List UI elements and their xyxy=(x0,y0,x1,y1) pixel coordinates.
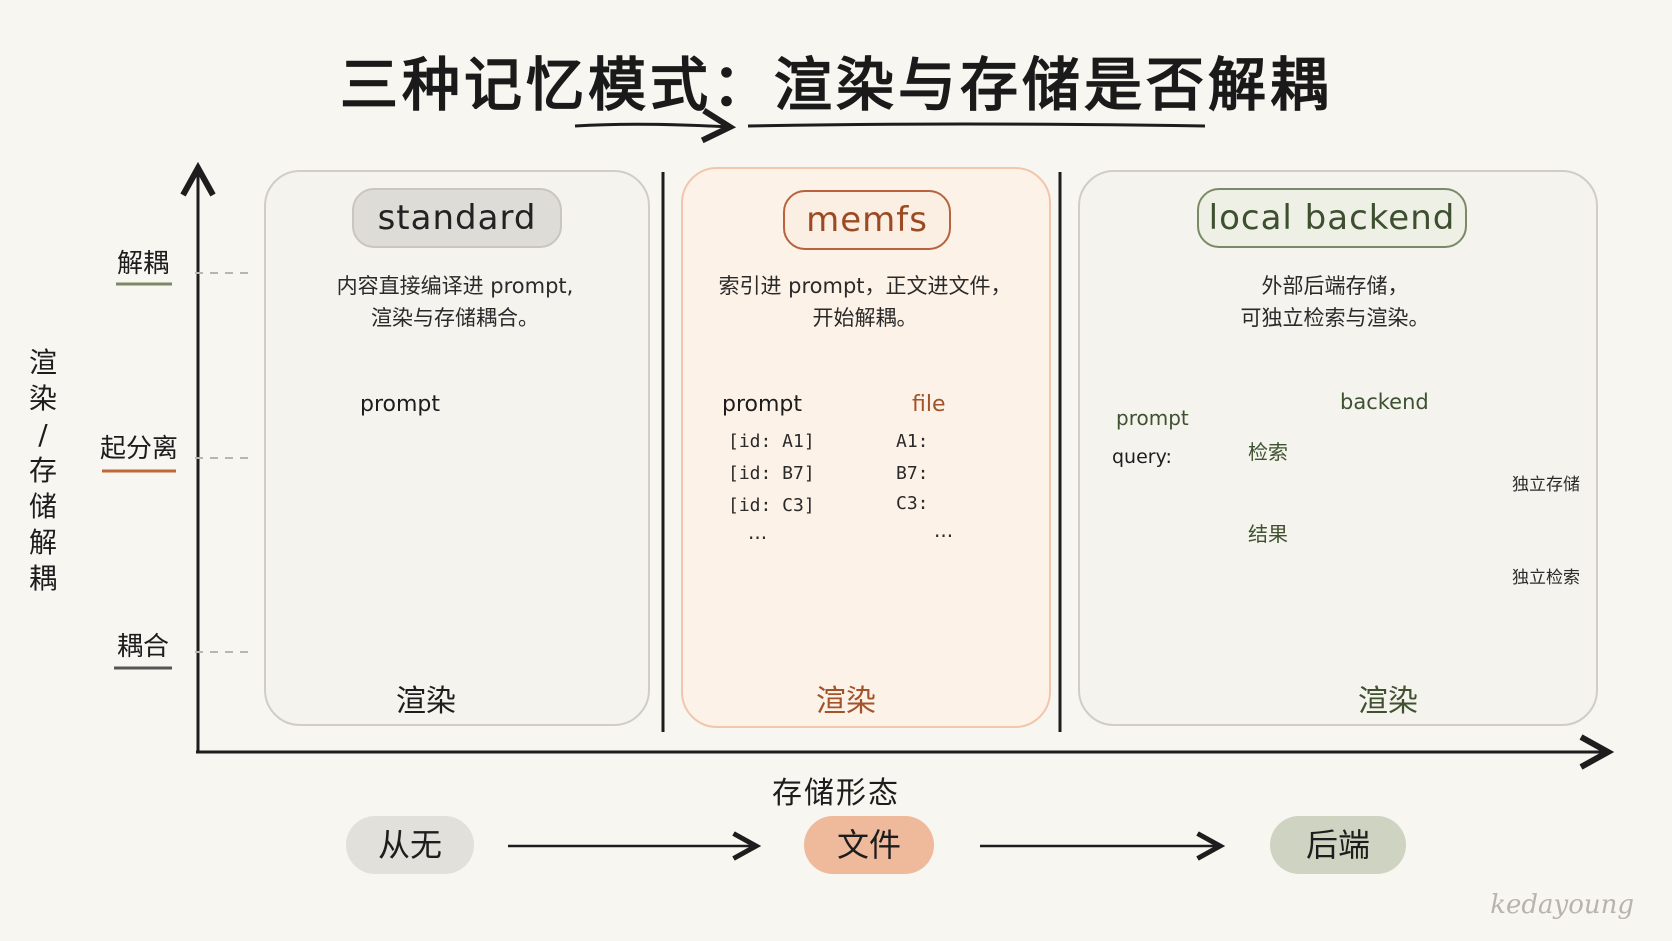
memfs-description: 索引进 prompt，正文进文件， 开始解耦。 xyxy=(718,274,1012,330)
search-arrow-label: 检索 xyxy=(1248,440,1288,464)
standard-description: 内容直接编译进 prompt, 渲染与存储耦合。 xyxy=(336,274,574,330)
y-axis-label: 渲 染 / 存 储 解 耦 xyxy=(28,346,57,595)
memfs-file-label: file xyxy=(912,392,946,417)
result-arrow-label: 结果 xyxy=(1248,522,1288,546)
backend-prompt-label: prompt xyxy=(1116,406,1189,430)
backend-query-label: query: xyxy=(1112,446,1172,468)
standard-prompt-label: prompt xyxy=(360,392,441,417)
memfs-file-item: A1: xyxy=(896,431,929,452)
indep-search-label: 独立检索 xyxy=(1512,568,1580,588)
memfs-file-item: C3: xyxy=(896,493,929,514)
page-title: 三种记忆模式：渲染与存储是否解耦 xyxy=(339,51,1332,119)
watermark: kedayoung xyxy=(1490,890,1634,920)
local-backend-title-pill: local backend xyxy=(1197,188,1467,248)
backend-render-label: 渲染 xyxy=(1358,684,1418,719)
memfs-file-item: B7: xyxy=(896,463,929,484)
memfs-prompt-ellipsis: ... xyxy=(748,520,768,544)
memfs-prompt-item: [id: B7] xyxy=(728,463,815,484)
memfs-prompt-label: prompt xyxy=(722,392,803,417)
title-underline-right xyxy=(747,122,1206,128)
title-underline-left xyxy=(574,124,730,127)
memfs-title-pill: memfs xyxy=(783,190,951,250)
memfs-file-ellipsis: ... xyxy=(934,518,954,542)
memfs-prompt-item: [id: A1] xyxy=(728,431,815,452)
standard-title-pill: standard xyxy=(352,188,562,248)
backend-label: backend xyxy=(1340,390,1429,414)
memfs-render-label: 渲染 xyxy=(816,684,876,719)
memfs-prompt-item: [id: C3] xyxy=(728,495,815,516)
panel-local-backend xyxy=(1078,170,1598,726)
stage-file: 文件 xyxy=(804,816,934,874)
standard-render-label: 渲染 xyxy=(396,684,456,719)
y-tick-decoupled: 解耦 xyxy=(116,249,169,279)
panel-memfs xyxy=(681,167,1051,728)
local-backend-description: 外部后端存储， 可独立检索与渲染。 xyxy=(1240,274,1430,330)
x-axis-label: 存储形态 xyxy=(772,776,900,811)
indep-storage-label: 独立存储 xyxy=(1512,475,1580,495)
panel-standard xyxy=(264,170,650,726)
y-tick-separating: 起分离 xyxy=(99,434,178,464)
stage-backend: 后端 xyxy=(1270,816,1406,874)
stage-none: 从无 xyxy=(346,816,474,874)
y-tick-coupled: 耦合 xyxy=(116,632,169,662)
